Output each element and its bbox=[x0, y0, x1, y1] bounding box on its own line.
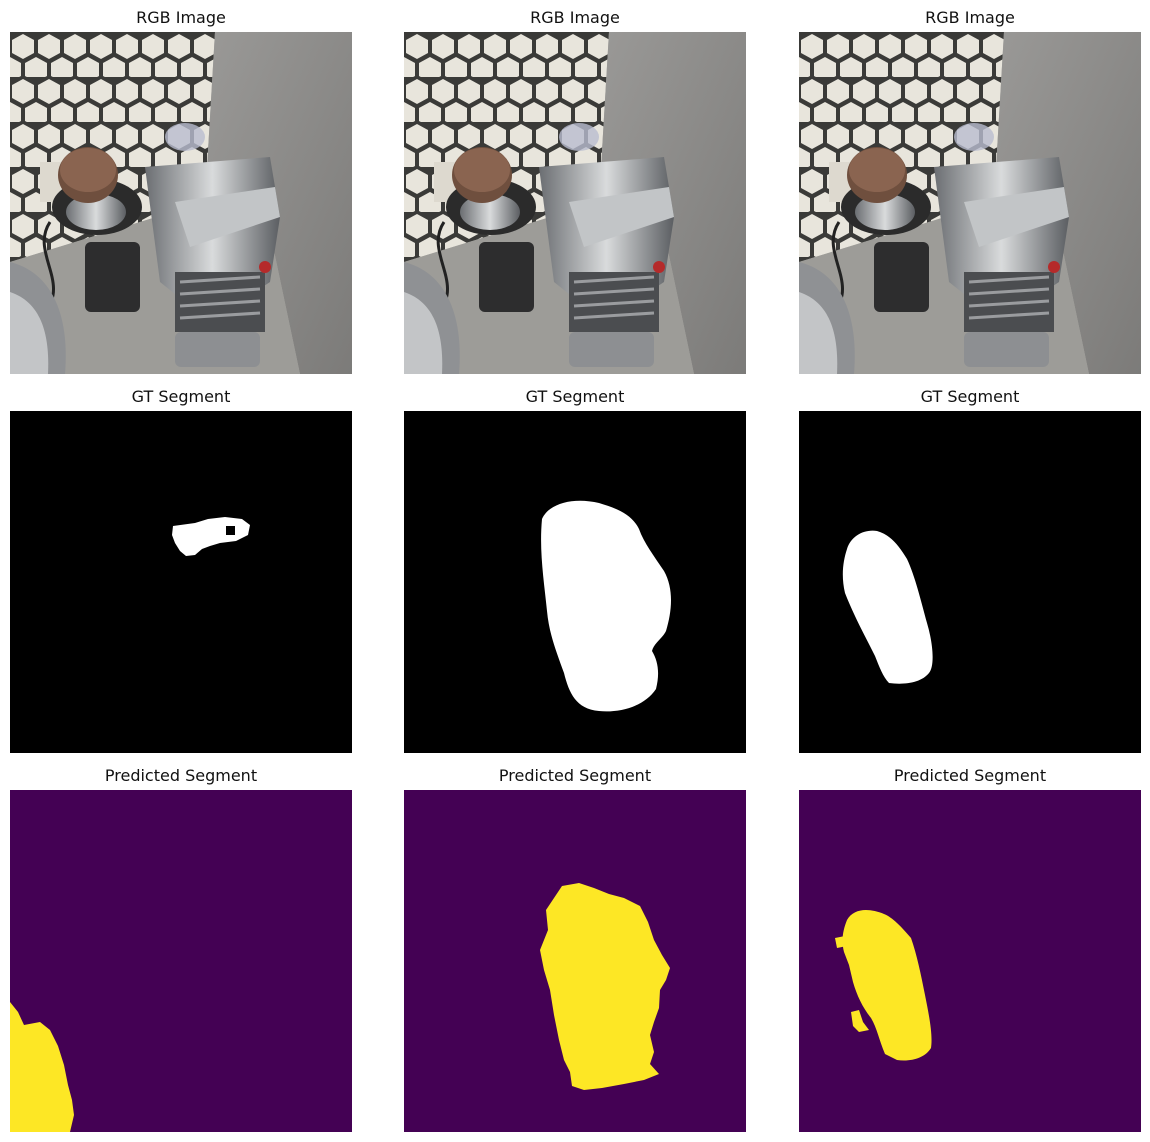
gt-mask bbox=[10, 411, 352, 753]
panel-title: Predicted Segment bbox=[104, 766, 258, 785]
mask-region bbox=[842, 530, 933, 684]
mask-region bbox=[540, 883, 670, 1090]
mask-region bbox=[10, 1002, 74, 1132]
panel-title: Predicted Segment bbox=[893, 766, 1047, 785]
panel-title: GT Segment bbox=[920, 387, 1020, 406]
rgb-photo bbox=[10, 32, 352, 374]
gt-mask bbox=[404, 411, 746, 753]
mask-region-fragment bbox=[851, 1010, 869, 1032]
rgb-photo bbox=[404, 32, 746, 374]
panel-title: GT Segment bbox=[131, 387, 231, 406]
panel-title: RGB Image bbox=[136, 8, 226, 27]
rgb-image bbox=[404, 32, 746, 374]
rgb-image bbox=[799, 32, 1141, 374]
rgb-image bbox=[10, 32, 352, 374]
panel-title: RGB Image bbox=[925, 8, 1015, 27]
pred-mask bbox=[404, 790, 746, 1132]
mask-background bbox=[10, 790, 352, 1132]
panel-title: Predicted Segment bbox=[498, 766, 652, 785]
mask-region bbox=[842, 910, 932, 1061]
mask-background bbox=[10, 411, 352, 753]
rgb-photo bbox=[799, 32, 1141, 374]
pred-mask bbox=[10, 790, 352, 1132]
pred-mask bbox=[799, 790, 1141, 1132]
gt-mask bbox=[799, 411, 1141, 753]
panel-title: GT Segment bbox=[525, 387, 625, 406]
mask-region-fragment bbox=[835, 936, 847, 948]
panel-title: RGB Image bbox=[530, 8, 620, 27]
mask-region bbox=[541, 500, 671, 712]
mask-hole bbox=[226, 526, 235, 535]
